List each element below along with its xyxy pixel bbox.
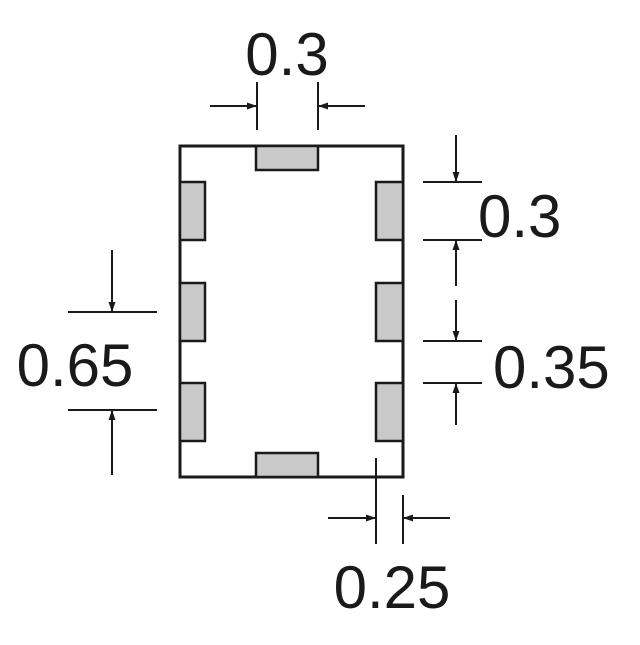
dimension-pad-offset: [328, 458, 450, 544]
label-pad-spacing: 0.35: [493, 334, 610, 401]
dimension-top-pad-width: [210, 82, 365, 130]
label-pad-height: 0.3: [478, 183, 561, 250]
dimension-pad-spacing: [423, 300, 482, 425]
pads: [178, 144, 405, 479]
pad-left-3: [178, 381, 207, 443]
pad-right-1: [374, 180, 405, 242]
label-top-pad-width: 0.3: [245, 21, 328, 88]
dimension-pitch: [68, 250, 157, 475]
label-pitch: 0.65: [17, 332, 134, 399]
pad-left-1: [178, 180, 207, 242]
label-pad-offset: 0.25: [334, 554, 451, 621]
dimension-pad-height: [423, 135, 482, 286]
package-body: [178, 144, 405, 479]
pad-top: [254, 144, 320, 172]
pad-right-3: [374, 381, 405, 443]
pad-left-2: [178, 281, 207, 343]
pad-bottom: [254, 451, 320, 479]
pad-right-2: [374, 281, 405, 343]
